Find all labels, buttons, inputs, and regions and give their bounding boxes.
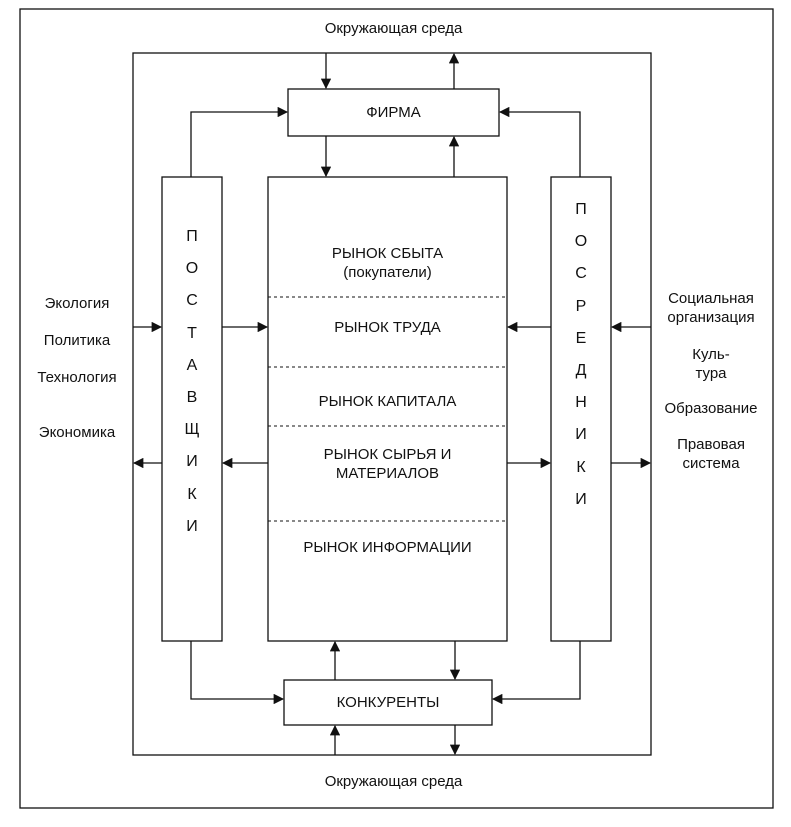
environment-frame bbox=[132, 52, 652, 756]
factor-legal-line1: Правовая bbox=[677, 436, 745, 453]
market-sales-line1: РЫНОК СБЫТА bbox=[331, 245, 444, 262]
intermediaries-letter: С bbox=[575, 265, 587, 283]
suppliers-letter: А bbox=[186, 356, 198, 374]
suppliers-letter: О bbox=[185, 260, 199, 278]
suppliers-letter: Т bbox=[187, 324, 197, 342]
market-raw-label: РЫНОК СЫРЬЯ И МАТЕРИАЛОВ bbox=[268, 445, 507, 483]
intermediaries-letter: И bbox=[575, 426, 587, 444]
suppliers-letter: Щ bbox=[184, 421, 200, 439]
suppliers-box bbox=[161, 176, 223, 642]
factor-education: Образование bbox=[664, 400, 758, 417]
suppliers-letter: К bbox=[187, 485, 197, 503]
factor-culture: Куль- тура bbox=[652, 345, 770, 383]
intermediaries-letter: П bbox=[575, 201, 587, 218]
suppliers-letter: И bbox=[186, 517, 198, 535]
market-information-label: РЫНОК ИНФОРМАЦИИ bbox=[303, 539, 472, 556]
factor-social-line2: организация bbox=[667, 309, 755, 326]
factor-culture-line1: Куль- bbox=[692, 346, 730, 363]
intermediaries-box bbox=[550, 176, 612, 642]
environment-bottom-label: Окружающая среда bbox=[324, 773, 463, 790]
suppliers-label: П О С Т А В Щ И К И bbox=[162, 221, 222, 543]
intermediaries-letter: Н bbox=[575, 394, 587, 412]
intermediaries-letter: О bbox=[574, 233, 588, 251]
factor-politics: Политика bbox=[43, 332, 111, 349]
intermediaries-letter: И bbox=[575, 490, 587, 508]
factor-culture-line2: тура bbox=[695, 365, 727, 382]
factor-social-organization: Социальная организация bbox=[652, 289, 770, 327]
firm-box bbox=[287, 88, 500, 137]
market-raw-line2: МАТЕРИАЛОВ bbox=[335, 465, 440, 482]
suppliers-letter: П bbox=[186, 228, 198, 245]
markets-box bbox=[267, 176, 508, 642]
firm-label: ФИРМА bbox=[366, 104, 421, 121]
factor-legal-line2: система bbox=[682, 455, 740, 472]
connector-arrows bbox=[132, 52, 652, 756]
intermediaries-label: П О С Р Е Д Н И К И bbox=[551, 194, 611, 516]
factor-legal-system: Правовая система bbox=[652, 435, 770, 473]
market-capital-label: РЫНОК КАПИТАЛА bbox=[318, 393, 457, 410]
suppliers-letter: С bbox=[186, 292, 198, 310]
suppliers-letter: И bbox=[186, 453, 198, 471]
market-separators bbox=[268, 296, 507, 522]
competitors-label: КОНКУРЕНТЫ bbox=[336, 694, 440, 711]
intermediaries-letter: Р bbox=[575, 297, 587, 315]
environment-top-label: Окружающая среда bbox=[324, 20, 463, 37]
factor-technology: Технология bbox=[37, 369, 117, 386]
intermediaries-letter: Е bbox=[575, 329, 587, 347]
intermediaries-letter: К bbox=[576, 458, 586, 476]
suppliers-letter: В bbox=[186, 388, 198, 406]
market-sales-label: РЫНОК СБЫТА (покупатели) bbox=[268, 244, 507, 282]
factor-economy: Экономика bbox=[38, 424, 116, 441]
market-sales-line2: (покупатели) bbox=[343, 264, 432, 281]
market-raw-line1: РЫНОК СЫРЬЯ И bbox=[323, 446, 452, 463]
intermediaries-letter: Д bbox=[575, 361, 587, 379]
market-labor-label: РЫНОК ТРУДА bbox=[334, 319, 441, 336]
outer-frame bbox=[19, 8, 774, 809]
factor-ecology: Экология bbox=[44, 295, 110, 312]
factor-social-line1: Социальная bbox=[668, 290, 754, 307]
